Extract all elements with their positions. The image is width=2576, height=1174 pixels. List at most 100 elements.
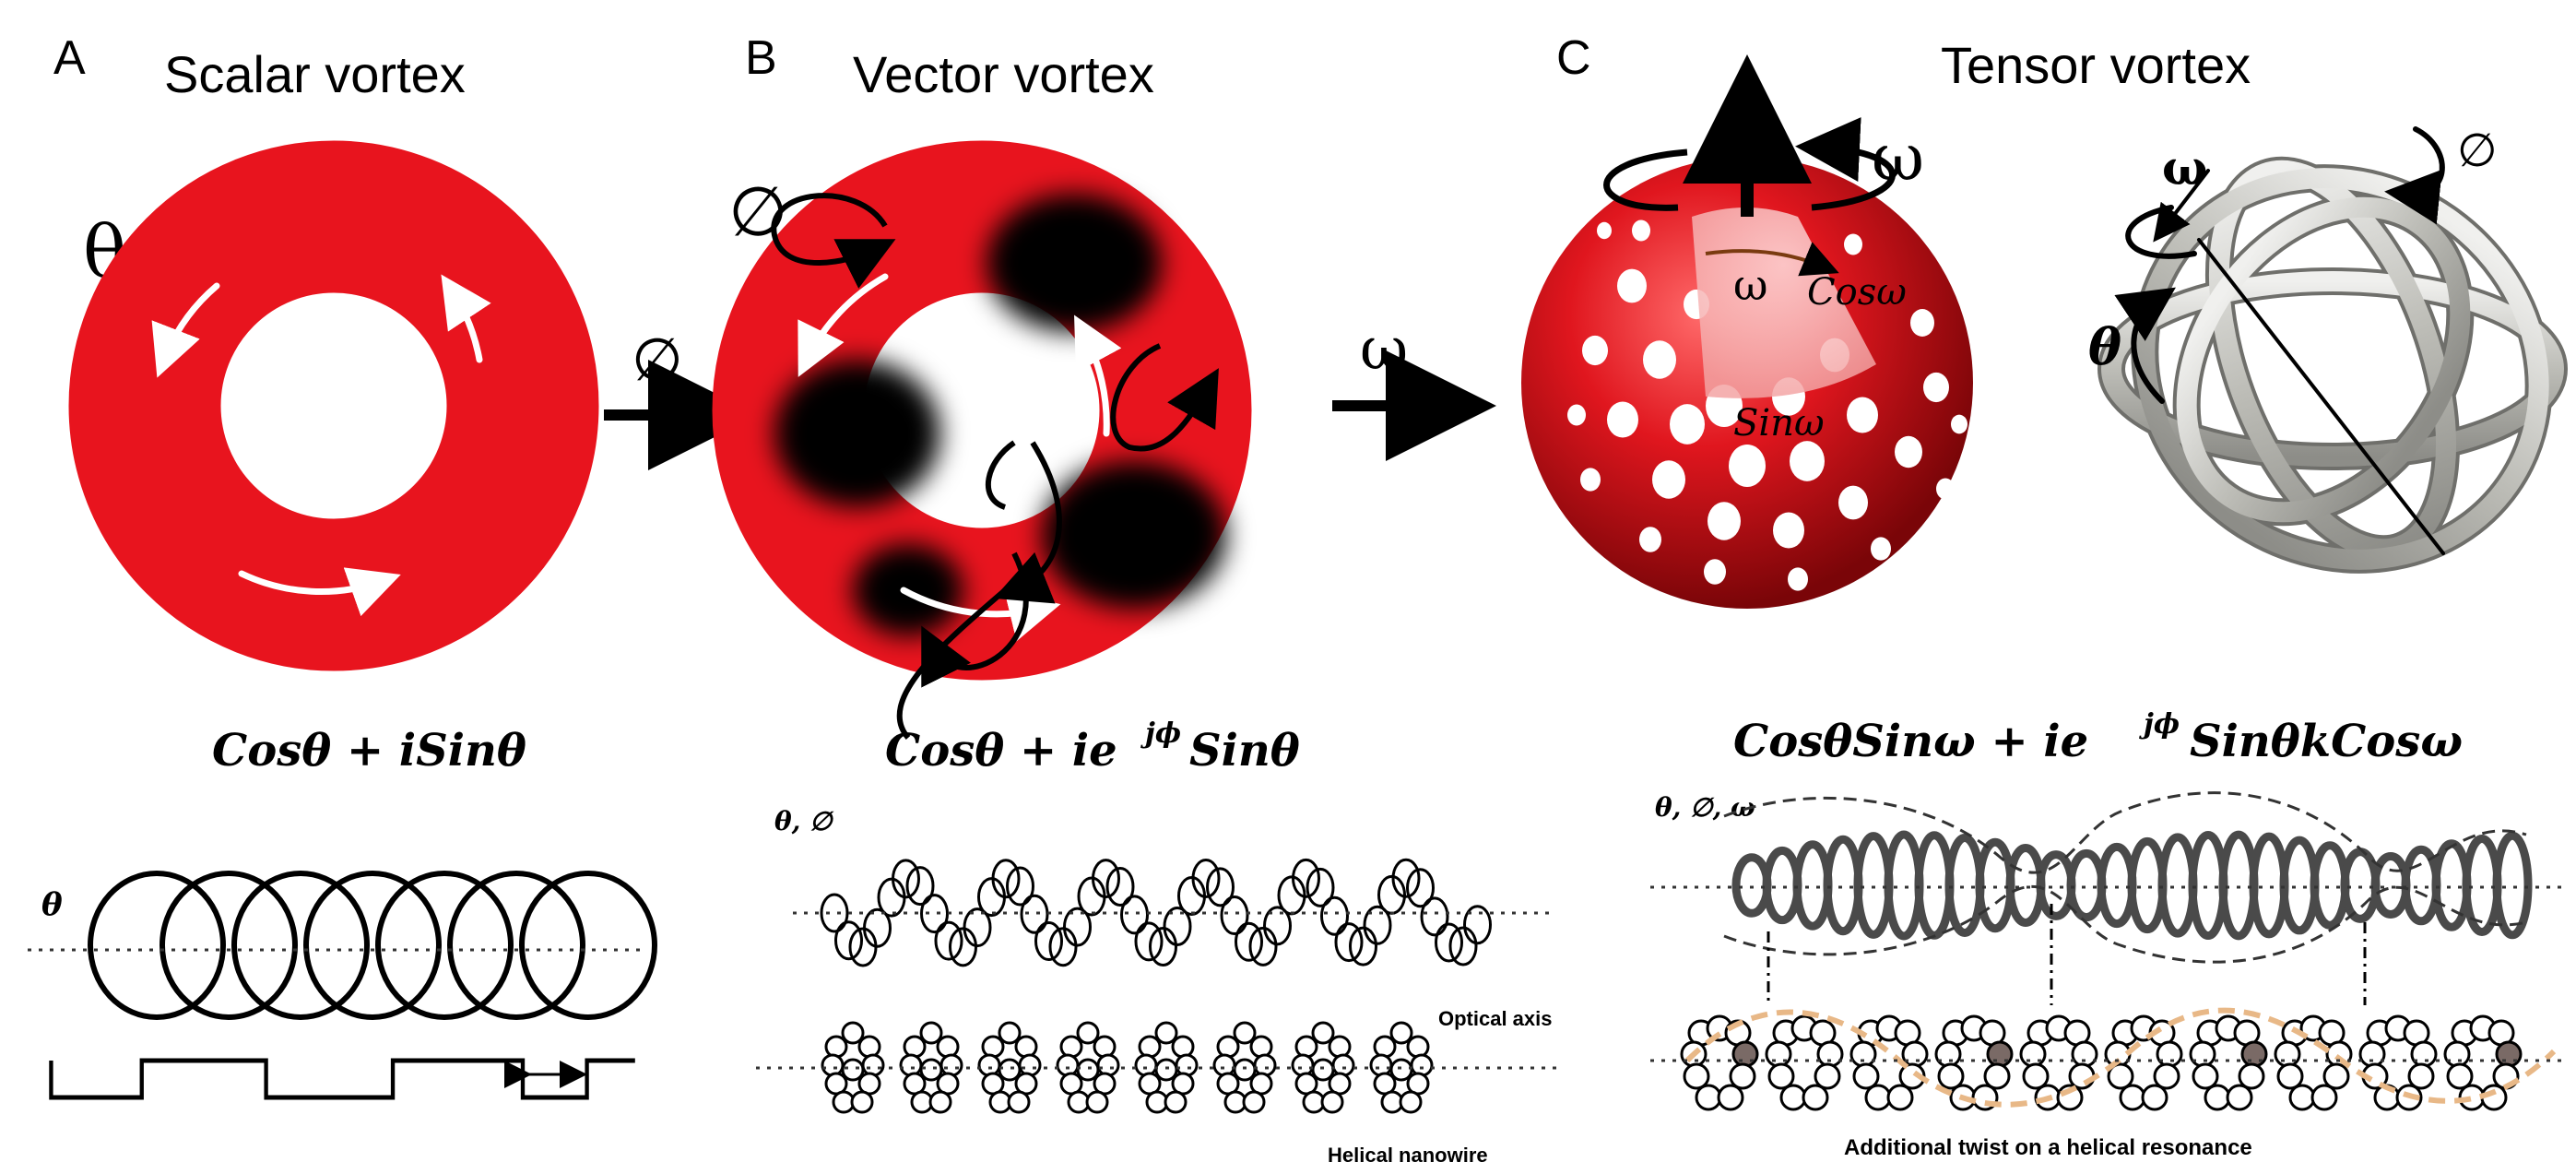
coil-turn xyxy=(1363,905,1392,945)
coil-turn xyxy=(2492,831,2533,940)
chain-bead xyxy=(981,1035,1005,1059)
chain-bead xyxy=(1007,1090,1031,1114)
chain-bead xyxy=(1986,1040,2014,1068)
coil-turn xyxy=(905,866,935,907)
sphere-hole xyxy=(1582,335,1608,366)
sphere-hole xyxy=(1790,441,1825,481)
coil-turn xyxy=(834,920,863,961)
sphere-hole xyxy=(1632,219,1650,242)
chain-bead xyxy=(1983,1062,2011,1090)
chain-bead xyxy=(1093,1035,1117,1059)
chain-bead xyxy=(1389,1021,1413,1045)
panel-b-axis-label: θ, ∅ xyxy=(774,806,834,836)
sphere-hole xyxy=(1567,404,1586,426)
chain-bead xyxy=(1154,1021,1178,1045)
chain-bead xyxy=(1212,1053,1236,1077)
chain-bead xyxy=(2022,1062,2050,1090)
sphere-hole xyxy=(1923,372,1949,403)
chain-bead xyxy=(1233,1058,1257,1082)
perforated-sphere xyxy=(1521,157,1973,609)
sphere-hole xyxy=(1704,559,1726,585)
helical-nanowire-label: Helical nanowire xyxy=(1328,1144,1488,1167)
chain-bead xyxy=(1096,1053,1120,1077)
arrow-omega-label: ω xyxy=(1360,315,1408,384)
chain-bead xyxy=(1331,1053,1355,1077)
vector-coil-diagram xyxy=(820,858,1492,967)
chain-bead xyxy=(2156,1040,2183,1068)
coil-turn xyxy=(1048,927,1078,967)
sphere-hole xyxy=(1617,268,1647,303)
coil-turn xyxy=(863,907,892,948)
sin-omega-label: Sinω xyxy=(1733,402,1825,445)
chain-bead xyxy=(919,1021,943,1045)
coil-turn xyxy=(1220,895,1249,936)
chain-bead xyxy=(1294,1035,1318,1059)
coil-turn xyxy=(877,877,906,918)
chain-bead xyxy=(2443,1040,2471,1068)
helix-loop xyxy=(519,871,657,1020)
chain-bead xyxy=(1249,1035,1273,1059)
chain-bead xyxy=(2240,1040,2268,1068)
sphere-hole xyxy=(1936,478,1955,500)
chain-bead xyxy=(2288,1084,2316,1111)
twist-caption: Additional twist on a helical resonance xyxy=(1844,1135,2252,1160)
helix-loop xyxy=(303,871,442,1020)
chain-bead xyxy=(1056,1053,1080,1077)
panel-b: B Vector vortex ∅ Cosθ + ie jϕ xyxy=(712,31,1558,1167)
chain-bead xyxy=(2274,1040,2301,1068)
helix-loop xyxy=(160,871,298,1020)
coil-turn xyxy=(1306,867,1335,907)
chain-bead xyxy=(1311,1058,1335,1082)
sphere-hole xyxy=(1607,401,1638,438)
chain-bead xyxy=(1389,1058,1413,1082)
chain-bead xyxy=(857,1035,881,1059)
coil-turn xyxy=(1163,906,1192,946)
helix-loop xyxy=(231,871,370,1020)
helical-nanowire-chain xyxy=(821,1021,1434,1114)
sphere-hole xyxy=(1729,445,1766,487)
chain-bead xyxy=(1076,1058,1100,1082)
arrow-phi-label: ∅ xyxy=(632,326,683,395)
chain-bead xyxy=(841,1058,865,1082)
helix-loop xyxy=(447,871,585,1020)
chain-bead xyxy=(2119,1084,2146,1111)
chain-bead xyxy=(1717,1084,1744,1111)
sphere-hole xyxy=(1639,527,1661,552)
chain-bead xyxy=(2358,1040,2386,1068)
gyroscope xyxy=(2097,126,2568,574)
coil-turn xyxy=(1092,859,1120,899)
chain-bead xyxy=(2019,1040,2047,1068)
coil-turn xyxy=(1120,895,1149,935)
chain-bead xyxy=(2407,1062,2435,1090)
chain-bead xyxy=(1369,1053,1393,1077)
chain-bead xyxy=(2446,1062,2474,1090)
chain-bead xyxy=(1731,1040,1759,1068)
square-wave xyxy=(49,1058,635,1100)
chain-bead xyxy=(928,1090,952,1114)
panel-b-letter: B xyxy=(745,31,777,85)
chain-bead xyxy=(861,1053,885,1077)
chain-bead xyxy=(1695,1084,1722,1111)
arrow-b-to-c: ω xyxy=(1332,315,1496,461)
chain-bead xyxy=(1901,1040,1929,1068)
sphere-hole xyxy=(1670,404,1705,445)
chain-bead xyxy=(2238,1062,2265,1090)
panel-c-equation-sup: jϕ xyxy=(2139,708,2180,741)
chain-bead xyxy=(1154,1058,1178,1082)
coil-turn xyxy=(1034,921,1063,962)
chain-bead xyxy=(1320,1090,1344,1114)
chain-bead xyxy=(1171,1035,1195,1059)
chain-bead xyxy=(1864,1084,1892,1111)
cap-omega-label: ω xyxy=(1733,260,1768,310)
coil-turn xyxy=(820,893,849,933)
sphere-rotation xyxy=(1603,54,1896,217)
chain-bead xyxy=(2192,1062,2219,1090)
chain-bead xyxy=(919,1058,943,1082)
chain-bead xyxy=(2310,1084,2338,1111)
sphere-hole xyxy=(1652,460,1685,499)
coil-turn xyxy=(1191,858,1221,898)
chain-bead xyxy=(1934,1040,1962,1068)
chain-bead xyxy=(1233,1021,1257,1045)
envelope-top xyxy=(1723,791,2527,874)
coil-turn xyxy=(1448,926,1478,966)
